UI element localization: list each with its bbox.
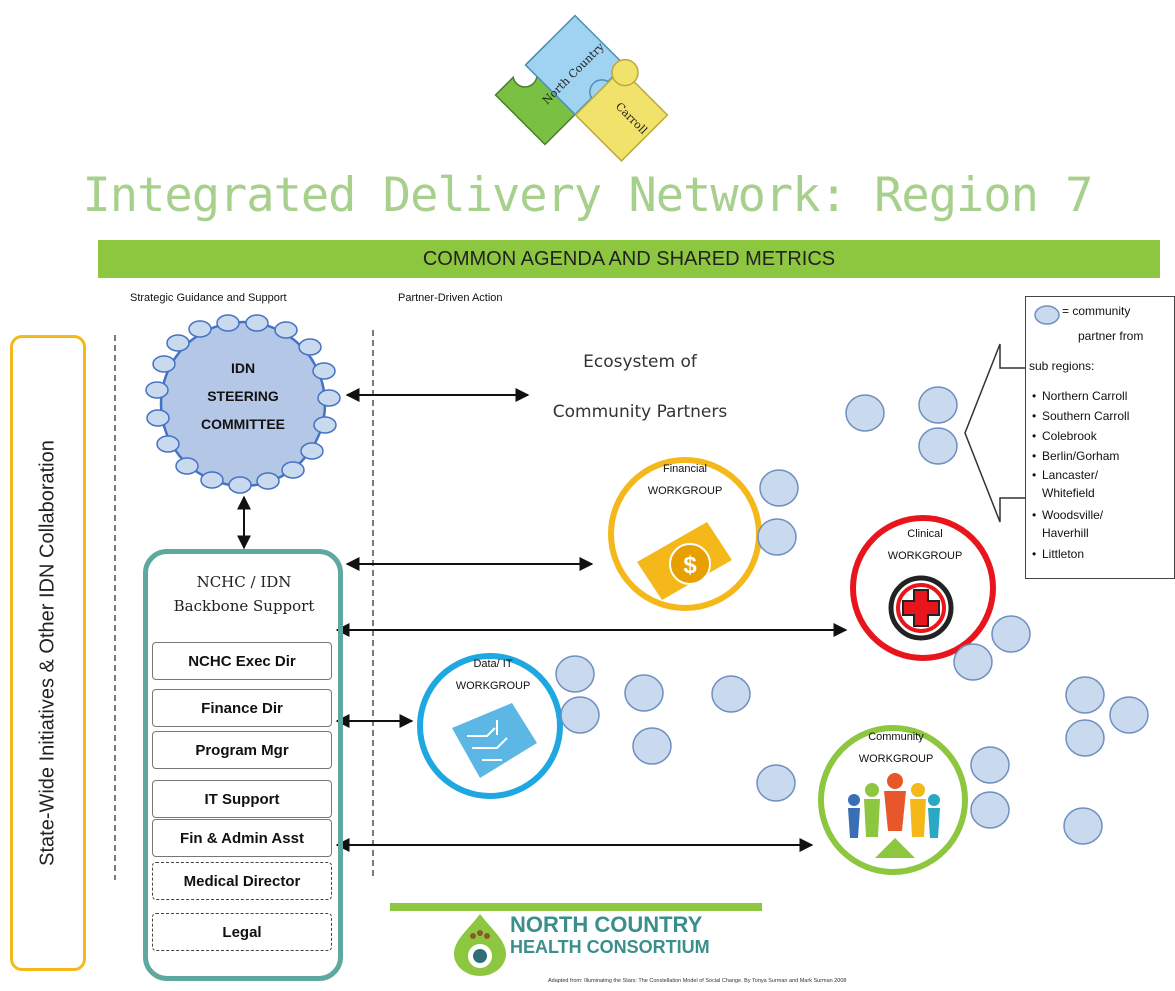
community-label: Community WORKGROUP [836,726,956,770]
clinical-workgroup-node [850,515,996,661]
people-icon [848,773,940,858]
data-it-label: Data/ IT WORKGROUP [433,653,553,697]
legend-item: Colebrook [1032,426,1174,446]
legend-pointer-arrow [964,343,1025,523]
backbone-support-container [143,549,343,981]
attribution-credit: Adapted from: Illuminating the Stars: Th… [548,978,847,984]
role-medical-director: Medical Director [152,862,332,900]
diagram-title: Integrated Delivery Network: Region 7 [82,168,1094,223]
role-nchc-exec-dir: NCHC Exec Dir [152,642,332,680]
community-partner-bubble [970,791,1010,829]
community-workgroup-node [818,725,968,875]
common-agenda-banner: COMMON AGENDA AND SHARED METRICS [98,240,1160,278]
legend-item: Northern Carroll [1032,386,1174,406]
puzzle-piece-yellow [574,58,669,163]
role-it-support: IT Support [152,780,332,818]
data-it-workgroup-node [417,653,563,799]
legend-item: Littleton [1032,544,1174,564]
data-it-suffix: WORKGROUP [455,680,531,692]
clinical-name: Clinical [907,528,943,540]
community-partner-bubble [970,746,1010,784]
role-fin-admin-asst: Fin & Admin Asst [152,819,332,857]
legend-item: Woodsville/Haverhill [1032,506,1174,542]
legend-item-part: Haverhill [1042,526,1089,540]
data-it-name: Data/ IT [473,658,513,670]
financial-label: Financial WORKGROUP [615,458,755,502]
community-partner-bubble [711,675,751,713]
ecosystem-line1: Ecosystem of [583,352,697,372]
backbone-title-line2: Backbone Support [173,597,315,615]
steering-bubble-ring [145,314,341,494]
community-partner-bubble [918,386,958,424]
financial-workgroup-node: $ [608,457,762,611]
community-partner-bubble [560,696,600,734]
legend-item-part: Whitefield [1042,486,1095,500]
community-partner-bubble [632,727,672,765]
legend-item: Lancaster/Whitefield [1032,466,1174,502]
community-partner-bubble [1065,676,1105,714]
header-strategic-guidance: Strategic Guidance and Support [130,292,287,304]
community-name: Community [868,731,924,743]
clinical-suffix: WORKGROUP [887,550,963,562]
puzzle-logo: North Country Carroll [494,14,669,163]
community-partner-bubble [1063,807,1103,845]
nchc-accent-bar [390,903,762,911]
steering-line2: STEERING [207,388,279,404]
legend-line2: partner from [1078,329,1144,343]
legend-item-part: Lancaster/ [1042,468,1099,482]
header-partner-driven: Partner-Driven Action [398,292,503,304]
financial-name: Financial [662,463,708,475]
nchc-line1: NORTH COUNTRY [510,912,703,937]
backbone-title: NCHC / IDN Backbone Support [150,570,338,618]
legend-list: Northern Carroll Southern Carroll Colebr… [1026,386,1174,564]
role-finance-dir: Finance Dir [152,689,332,727]
steering-line1: IDN [231,360,255,376]
clinical-label: Clinical WORKGROUP [865,523,985,567]
community-partner-bubble [845,394,885,432]
nchc-name: NORTH COUNTRY HEALTH CONSORTIUM [510,913,710,959]
dollar-icon: $ [683,552,697,579]
role-legal: Legal [152,913,332,951]
community-partner-bubble [555,655,595,693]
circuit-board-icon [452,703,537,778]
role-program-mgr: Program Mgr [152,731,332,769]
community-partner-bubble [918,427,958,465]
legend-item: Southern Carroll [1032,406,1174,426]
legend-bubble-icon [1034,305,1060,325]
medical-cross-icon [902,589,940,627]
community-partner-bubble [756,764,796,802]
community-partner-bubble [1109,696,1149,734]
nchc-line2: HEALTH CONSORTIUM [510,937,710,957]
legend-line3: sub regions: [1029,359,1095,373]
steering-line3: COMMITTEE [201,416,285,432]
backbone-title-line1: NCHC / IDN [196,573,292,591]
community-partner-bubble [953,643,993,681]
community-partner-bubble [991,615,1031,653]
community-partner-bubble [759,469,799,507]
steering-committee-node: IDN STEERING COMMITTEE [145,314,341,494]
community-partner-bubble [624,674,664,712]
financial-suffix: WORKGROUP [647,485,723,497]
community-partner-bubble [1065,719,1105,757]
nchc-logo-icon [454,914,506,976]
legend-box: = community partner from sub regions: No… [1025,296,1175,579]
legend-line1: = community [1062,304,1131,318]
community-suffix: WORKGROUP [858,753,934,765]
state-wide-box [10,335,86,971]
legend-item-part: Woodsville/ [1042,508,1104,522]
ecosystem-line2: Community Partners [552,402,728,422]
community-partner-bubble [757,518,797,556]
legend-item: Berlin/Gorham [1032,446,1174,466]
